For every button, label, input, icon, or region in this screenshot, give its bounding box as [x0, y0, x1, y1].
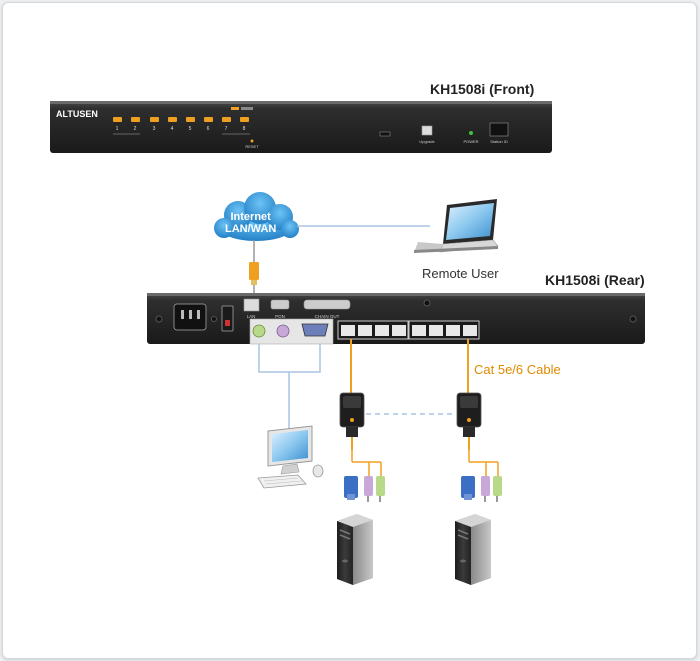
- front-upgrade-port: [421, 125, 433, 136]
- cable-label: Cat 5e/6 Cable: [474, 362, 561, 377]
- rear-panel: LAN PON CHAIN OUT: [147, 293, 645, 345]
- front-port-numbers: 1 2 3 4 5 6 7 8: [116, 126, 246, 132]
- laptop-icon: [414, 199, 499, 253]
- keyboard-icon: [257, 474, 307, 489]
- power-switch: [221, 305, 234, 332]
- rear-chain-out-label: CHAIN OUT: [315, 314, 340, 319]
- console-port-panel: [249, 318, 334, 345]
- mouse-icon: [312, 464, 324, 478]
- front-port-number: 4: [171, 126, 174, 132]
- front-reset-label: RESET: [245, 144, 259, 149]
- front-port-number: 6: [207, 126, 210, 132]
- rear-lan-port: [243, 298, 260, 312]
- front-usb-port: [379, 131, 391, 137]
- rear-lan-label: LAN: [247, 314, 256, 319]
- cloud-label-line-1: Internet: [230, 211, 271, 223]
- front-port-number: 5: [189, 126, 192, 132]
- cloud-label: Internet LAN/WAN: [225, 211, 276, 235]
- rear-panel-title: KH1508i (Rear): [545, 272, 645, 288]
- vga-port: [301, 323, 329, 337]
- rear-pon-port: [270, 299, 290, 310]
- rear-chain-out-port: [303, 299, 351, 310]
- front-port-number: 8: [243, 126, 246, 132]
- remote-user-label: Remote User: [422, 266, 499, 281]
- adapter-connectors-right: [461, 450, 502, 502]
- ps2-mouse-port: [276, 324, 290, 338]
- monitor-icon: [267, 425, 313, 475]
- power-led: [469, 131, 473, 135]
- front-port-buttons: [113, 117, 249, 122]
- reset-button: [250, 139, 254, 143]
- front-upgrade-label: Upgrade: [419, 139, 435, 144]
- ps2-keyboard-port: [252, 324, 266, 338]
- front-power-label: POWER: [463, 139, 478, 144]
- adapter-icon: [339, 392, 365, 450]
- console-link-lines: [258, 344, 321, 430]
- station-id-display: [489, 122, 509, 137]
- adapter-connectors-left: [344, 450, 385, 502]
- cloud-icon: [214, 192, 299, 241]
- front-panel: ALTUSEN 1 2 3 4 5 6 7 8 RESET: [50, 101, 552, 153]
- power-socket: [173, 303, 207, 331]
- rear-pon-label: PON: [275, 314, 285, 319]
- front-brand: ALTUSEN: [56, 109, 98, 119]
- front-port-number: 2: [134, 126, 137, 132]
- kvm-rj45-ports: [337, 320, 480, 340]
- cloud-label-line-2: LAN/WAN: [225, 223, 277, 235]
- computer-tower-icon: [455, 514, 491, 585]
- computer-tower-icon: [337, 514, 373, 585]
- front-station-id-label: Station ID: [490, 139, 508, 144]
- front-port-number: 7: [225, 126, 228, 132]
- front-port-number: 3: [153, 126, 156, 132]
- adapter-icon: [456, 392, 482, 450]
- front-panel-title: KH1508i (Front): [430, 81, 535, 97]
- front-port-number: 1: [116, 126, 119, 132]
